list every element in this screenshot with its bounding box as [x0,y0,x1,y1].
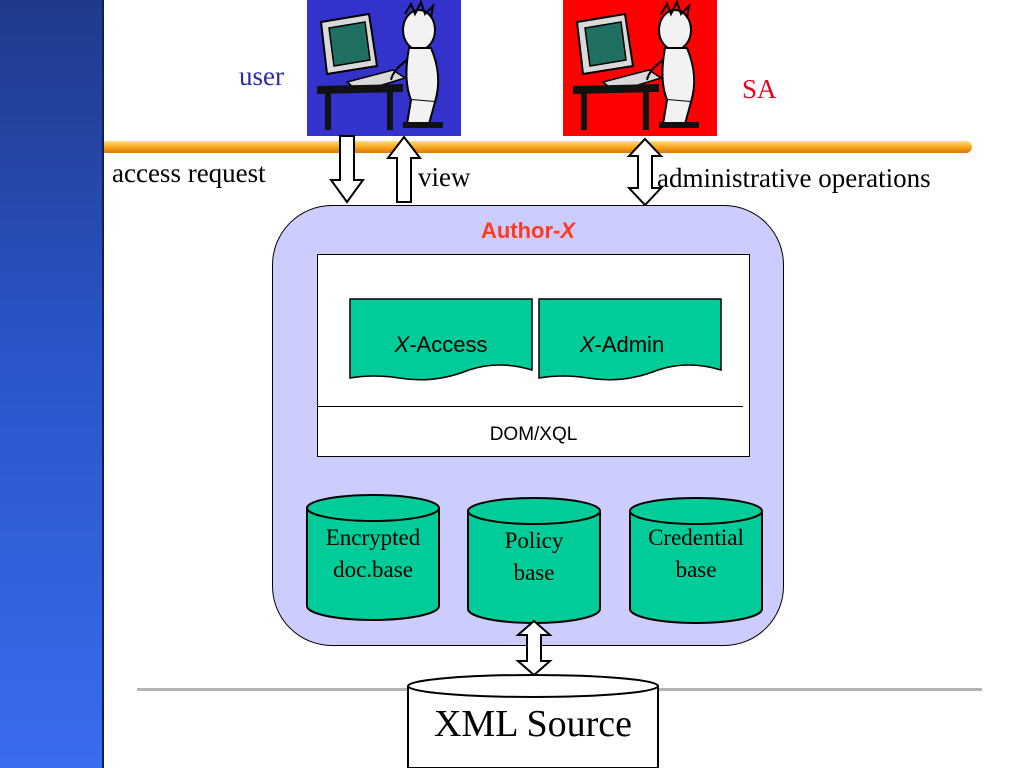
credential-base-cylinder [629,497,763,625]
view-arrow [385,135,423,204]
author-x-title: Author-X [480,218,576,243]
access-request-arrow [329,135,365,204]
x-access-module [349,298,533,384]
x-admin-label: X-Admin [579,332,665,357]
xml-source-label: XML Source [433,703,633,745]
engine-panel-divider [317,406,743,407]
encrypted-doc-base-cylinder [306,494,440,622]
sa-computer-icon [563,0,717,136]
dom-xql-layer-label: DOM/XQL [489,424,578,445]
policy-base-cylinder [467,497,601,625]
user-label: user [239,61,284,91]
view-label: view [418,162,471,192]
sidebar-band [0,0,104,768]
user-computer-icon [307,0,461,136]
x-access-label: X-Access [394,332,488,357]
admin-operations-label: administrative operations [657,163,931,193]
sa-label: SA [742,74,777,104]
xml-source-arrow [515,619,553,677]
xml-source-cylinder [407,674,659,768]
access-request-label: access request [112,158,266,188]
top-divider-rule [104,141,972,153]
x-admin-module [538,298,722,384]
